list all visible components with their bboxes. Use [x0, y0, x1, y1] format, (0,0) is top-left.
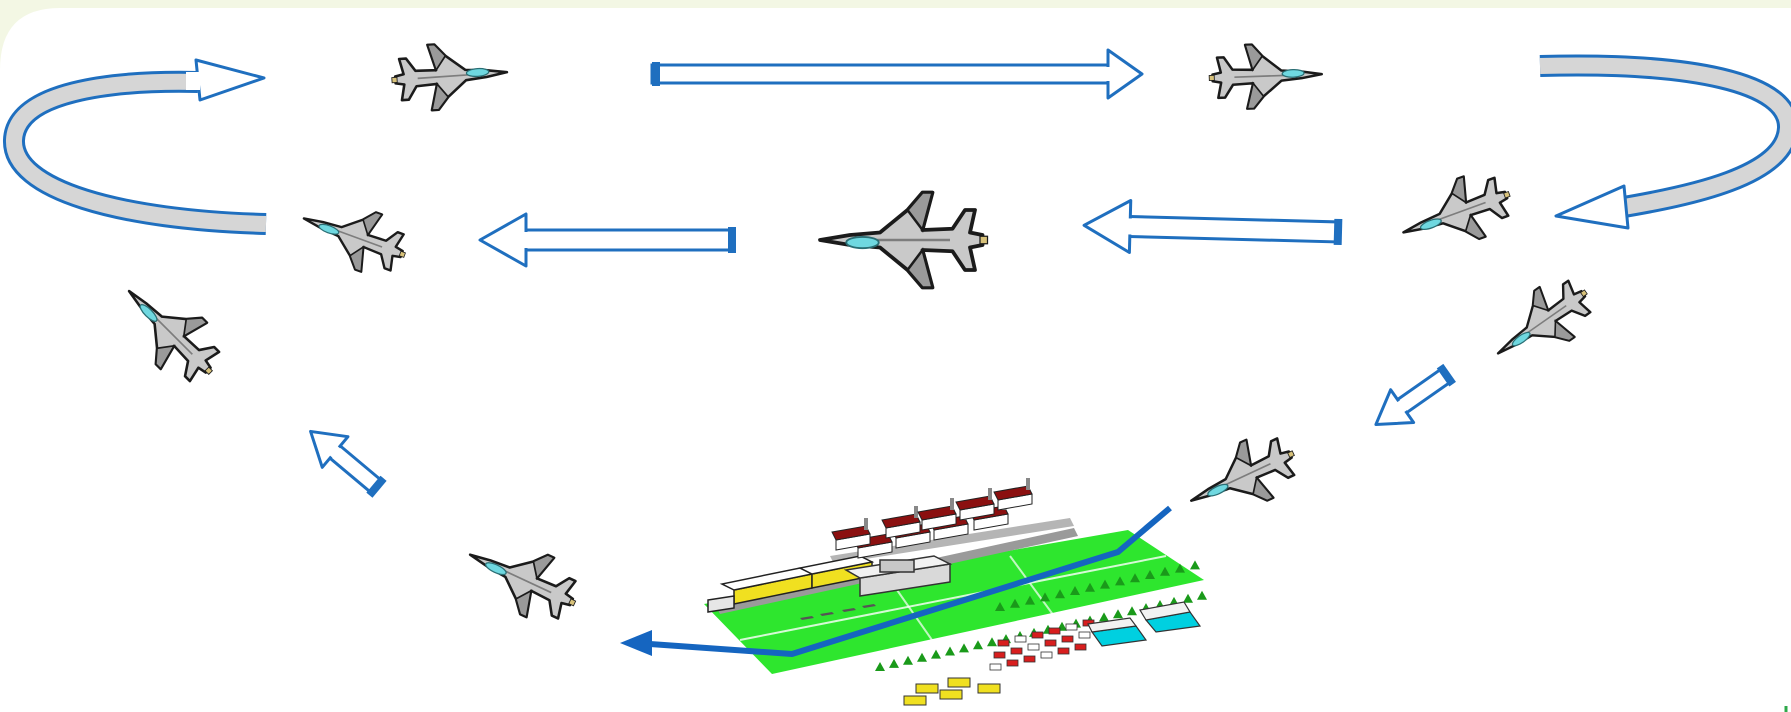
- house: [993, 651, 1006, 659]
- tree: [1115, 576, 1125, 586]
- red-roof-buildings: [831, 478, 1033, 559]
- takeoff-landing-path: [620, 505, 1172, 657]
- yellow-hangars: [707, 555, 875, 613]
- tree: [1099, 612, 1109, 622]
- house: [1065, 623, 1078, 631]
- tree: [1130, 573, 1140, 583]
- house: [1040, 651, 1053, 659]
- arrow-descending-right: [1374, 363, 1456, 426]
- tree: [1175, 563, 1185, 573]
- yellow-shed: [939, 689, 963, 700]
- house: [1014, 635, 1027, 643]
- arrow-top-right: [650, 48, 1144, 100]
- house: [1006, 659, 1019, 667]
- tree: [1070, 586, 1080, 595]
- tree: [1127, 606, 1137, 616]
- tree: [945, 646, 955, 656]
- arrow-climbing-left: [309, 429, 387, 498]
- tree: [1040, 592, 1050, 602]
- left-u-turn-ribbon: [3, 58, 267, 235]
- red-roof-building: [881, 506, 921, 539]
- house: [997, 639, 1010, 647]
- red-roof-building: [955, 488, 995, 521]
- tree: [875, 662, 885, 671]
- arrow-middle-left: [478, 212, 736, 268]
- house: [1023, 655, 1036, 663]
- tree: [917, 652, 927, 662]
- tree: [1113, 609, 1123, 619]
- house: [989, 663, 1002, 671]
- yellow-shed: [947, 677, 971, 688]
- white-hangars: [1087, 601, 1202, 647]
- house: [1010, 647, 1023, 655]
- tree: [903, 655, 913, 665]
- house: [1057, 647, 1070, 655]
- tree: [1160, 566, 1170, 576]
- house: [1048, 627, 1061, 635]
- diagram-panel: [0, 8, 1791, 712]
- yellow-shed: [915, 683, 939, 694]
- tree: [1197, 590, 1207, 600]
- parked-aircraft: [800, 604, 876, 623]
- yellow-shed: [903, 695, 927, 706]
- house: [1031, 631, 1044, 639]
- terminal-building: [843, 555, 953, 597]
- tree: [1010, 598, 1020, 608]
- tree: [1183, 593, 1193, 603]
- right-u-turn-ribbon: [1539, 54, 1791, 230]
- red-roof-building: [993, 478, 1033, 511]
- tree: [1100, 579, 1110, 589]
- tree-line: [875, 560, 1207, 671]
- yellow-shed: [977, 683, 1001, 694]
- red-roof-building: [917, 498, 957, 531]
- house: [1078, 631, 1091, 639]
- tree: [1025, 595, 1035, 605]
- small-houses: [903, 619, 1095, 706]
- tree: [931, 649, 941, 659]
- tree: [973, 640, 983, 650]
- tree: [889, 658, 899, 668]
- tree: [1055, 589, 1065, 599]
- tree: [1085, 582, 1095, 592]
- tree: [995, 602, 1005, 611]
- house: [1044, 639, 1057, 647]
- house: [1027, 643, 1040, 651]
- arrow-middle-right: [1082, 199, 1343, 254]
- tree: [987, 637, 997, 647]
- house: [1061, 635, 1074, 643]
- house: [1074, 643, 1087, 651]
- tree: [959, 643, 969, 653]
- tree: [1190, 560, 1200, 570]
- red-roof-building: [831, 518, 871, 551]
- tree: [1145, 570, 1155, 579]
